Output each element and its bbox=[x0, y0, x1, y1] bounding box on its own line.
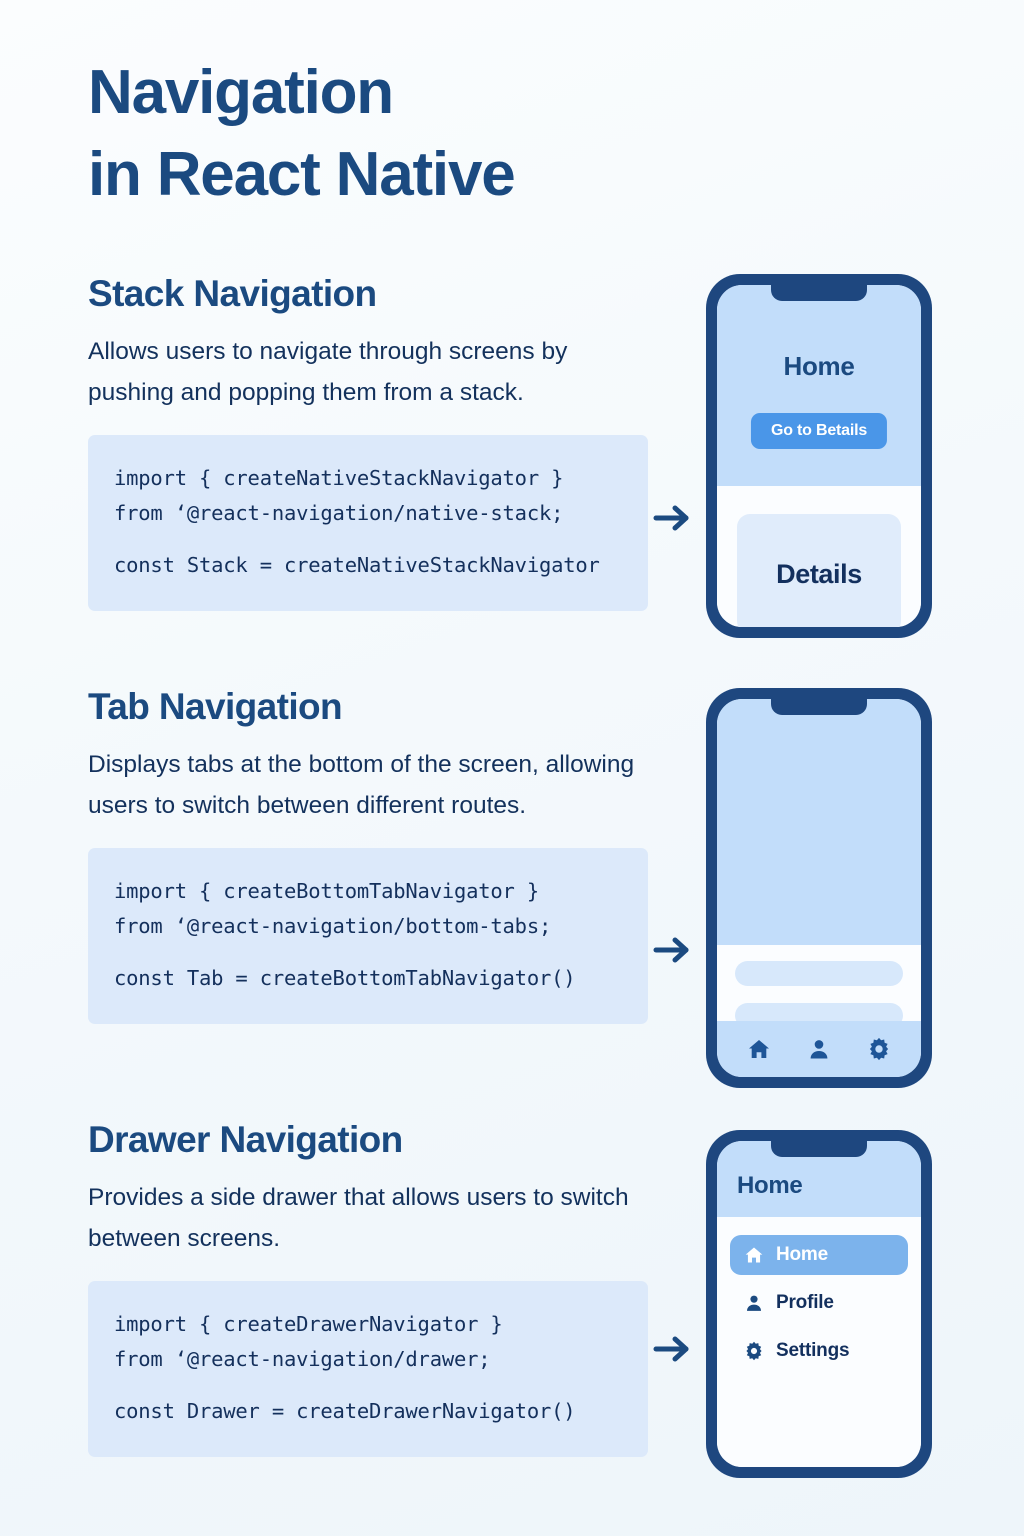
drawer-item-profile[interactable]: Profile bbox=[730, 1283, 908, 1323]
drawer-item-label: Settings bbox=[776, 1340, 850, 1361]
phone-notch bbox=[771, 285, 867, 301]
phone-notch bbox=[771, 1141, 867, 1157]
code-line: const Tab = createBottomTabNavigator() bbox=[114, 965, 576, 990]
code-line: import { createNativeStackNavigator } bbox=[114, 466, 564, 491]
home-icon[interactable] bbox=[747, 1037, 771, 1061]
section-heading-stack: Stack Navigation bbox=[88, 273, 377, 314]
home-icon bbox=[744, 1245, 764, 1265]
arrow-right-icon bbox=[648, 1325, 696, 1373]
phone-screen-drawer: Home Home Profile bbox=[717, 1141, 921, 1467]
code-block-drawer: import { createDrawerNavigator } from ‘@… bbox=[88, 1281, 648, 1457]
details-card-label: Details bbox=[776, 558, 862, 589]
page-title-line-1: Navigation bbox=[88, 58, 394, 127]
code-line: import { createBottomTabNavigator } bbox=[114, 879, 539, 904]
gear-icon[interactable] bbox=[867, 1037, 891, 1061]
phone-screen-tab bbox=[717, 699, 921, 1077]
drawer-item-home[interactable]: Home bbox=[730, 1235, 908, 1275]
code-block-stack: import { createNativeStackNavigator } fr… bbox=[88, 435, 648, 611]
phone-notch bbox=[771, 699, 867, 715]
page-title: Navigation in React Native bbox=[88, 52, 708, 217]
section-description-tab: Displays tabs at the bottom of the scree… bbox=[88, 751, 635, 819]
drawer-item-label: Profile bbox=[776, 1292, 834, 1313]
phone-screen-stack: Home Go to Betails Details bbox=[717, 285, 921, 627]
code-line: from ‘@react-navigation/bottom-tabs; bbox=[114, 914, 552, 939]
code-line: from ‘@react-navigation/native-stack; bbox=[114, 501, 564, 526]
details-card[interactable]: Details bbox=[737, 514, 901, 627]
code-line: import { createDrawerNavigator } bbox=[114, 1312, 503, 1337]
section-tab-navigation: Tab Navigation Displays tabs at the bott… bbox=[88, 685, 648, 1024]
tab-content-area bbox=[717, 699, 921, 945]
person-icon[interactable] bbox=[807, 1037, 831, 1061]
drawer-item-label: Home bbox=[776, 1244, 828, 1265]
drawer-header-title: Home bbox=[737, 1172, 803, 1199]
arrow-right-icon bbox=[648, 926, 696, 974]
drawer-menu: Home Profile Settings bbox=[717, 1217, 921, 1467]
phone-mockup-tab bbox=[706, 688, 932, 1088]
section-heading-drawer: Drawer Navigation bbox=[88, 1119, 403, 1160]
stack-details-screen: Details bbox=[717, 486, 921, 627]
section-drawer-navigation: Drawer Navigation Provides a side drawer… bbox=[88, 1118, 648, 1457]
person-icon bbox=[744, 1293, 764, 1313]
bottom-tab-bar bbox=[717, 1021, 921, 1077]
stack-home-screen: Home Go to Betails bbox=[717, 285, 921, 486]
code-line: from ‘@react-navigation/drawer; bbox=[114, 1347, 491, 1372]
stack-screen-title: Home bbox=[783, 351, 855, 381]
tab-placeholder-list bbox=[717, 945, 921, 1033]
arrow-right-icon bbox=[648, 494, 696, 542]
list-item bbox=[735, 961, 903, 986]
code-line: const Drawer = createDrawerNavigator() bbox=[114, 1398, 576, 1423]
section-description-stack: Allows users to navigate through screens… bbox=[88, 338, 568, 406]
section-stack-navigation: Stack Navigation Allows users to navigat… bbox=[88, 272, 648, 611]
code-block-tab: import { createBottomTabNavigator } from… bbox=[88, 848, 648, 1024]
code-line: const Stack = createNativeStackNavigator bbox=[114, 552, 600, 577]
section-heading-tab: Tab Navigation bbox=[88, 686, 343, 727]
phone-mockup-drawer: Home Home Profile bbox=[706, 1130, 932, 1478]
page-title-line-2: in React Native bbox=[88, 140, 516, 210]
gear-icon bbox=[744, 1341, 764, 1361]
go-to-details-button[interactable]: Go to Betails bbox=[750, 413, 888, 449]
phone-mockup-stack: Home Go to Betails Details bbox=[706, 274, 932, 638]
drawer-item-settings[interactable]: Settings bbox=[730, 1331, 908, 1371]
section-description-drawer: Provides a side drawer that allows users… bbox=[88, 1184, 629, 1252]
